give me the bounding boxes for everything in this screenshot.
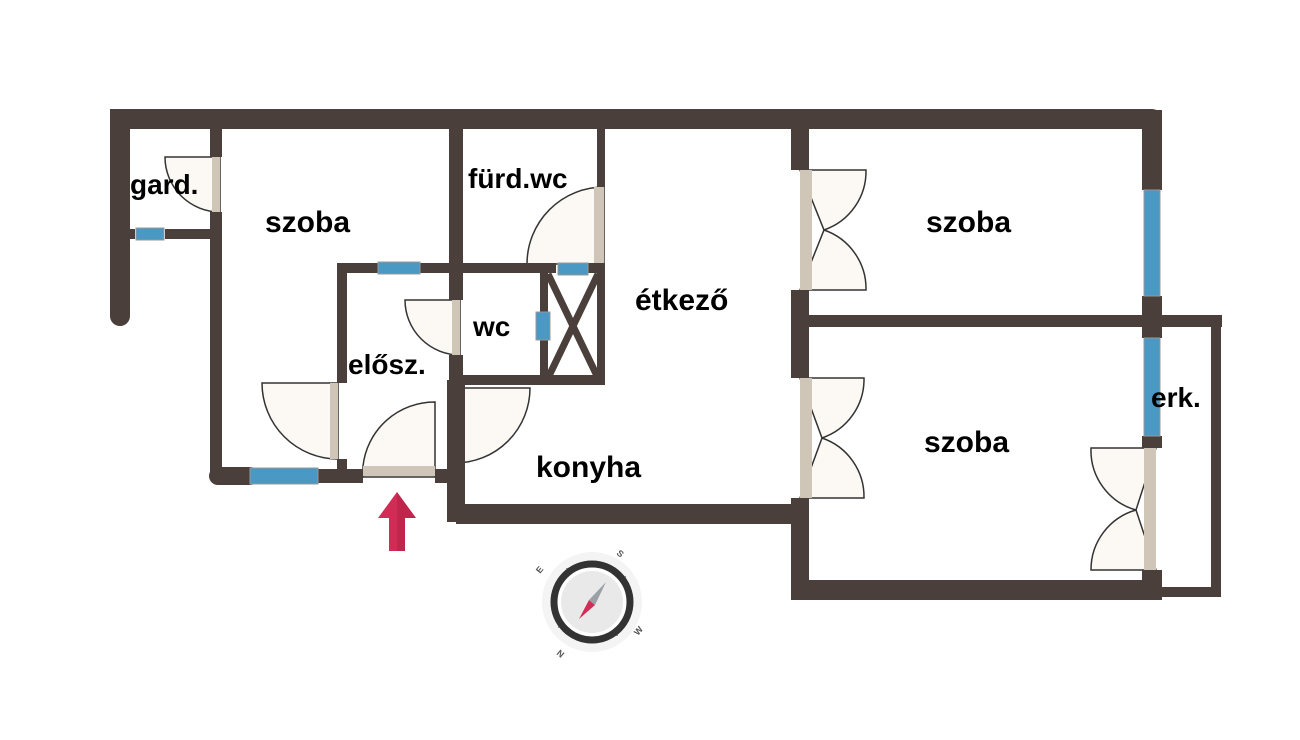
- entrance-arrow-icon: [378, 492, 416, 551]
- door-erkely: [1090, 447, 1158, 571]
- window-erkely: [1143, 337, 1161, 437]
- room-label-etkezo: étkező: [635, 284, 728, 317]
- window-gard: [135, 227, 165, 241]
- window-elosz: [377, 261, 421, 275]
- door-gard: [164, 156, 221, 213]
- room-label-szoba-left: szoba: [265, 206, 350, 239]
- walls: [110, 109, 1222, 600]
- compass-icon: S E W N: [534, 548, 645, 660]
- room-label-wc: wc: [472, 311, 510, 342]
- door-szoba-left: [261, 382, 339, 460]
- door-entrance: [362, 401, 436, 478]
- room-labels: gard. szoba fürd.wc wc elősz. étkező kon…: [130, 163, 1201, 484]
- door-konyha: [454, 387, 531, 464]
- window-wc: [535, 311, 551, 341]
- room-label-elosz: elősz.: [348, 349, 426, 380]
- room-label-szoba-top-right: szoba: [926, 206, 1011, 239]
- door-wc: [404, 299, 461, 356]
- room-label-gard: gard.: [130, 169, 198, 200]
- doors: [164, 156, 1158, 571]
- room-label-szoba-bottom-right: szoba: [924, 426, 1009, 459]
- shaft-cross: [544, 272, 602, 380]
- compass-letter-n: N: [555, 648, 566, 660]
- windows: [135, 189, 1161, 485]
- compass-letter-e: E: [534, 564, 546, 575]
- room-label-furd: fürd.wc: [468, 163, 568, 194]
- room-label-erk: erk.: [1151, 382, 1201, 413]
- window-szoba-left: [249, 467, 319, 485]
- window-szoba-top-right: [1143, 189, 1161, 297]
- window-furd: [557, 262, 589, 276]
- door-furd: [526, 186, 605, 265]
- room-label-konyha: konyha: [536, 451, 641, 484]
- compass-letter-s: S: [615, 548, 626, 560]
- door-szoba-top-right: [798, 169, 867, 291]
- door-szoba-bottom-right: [798, 377, 865, 499]
